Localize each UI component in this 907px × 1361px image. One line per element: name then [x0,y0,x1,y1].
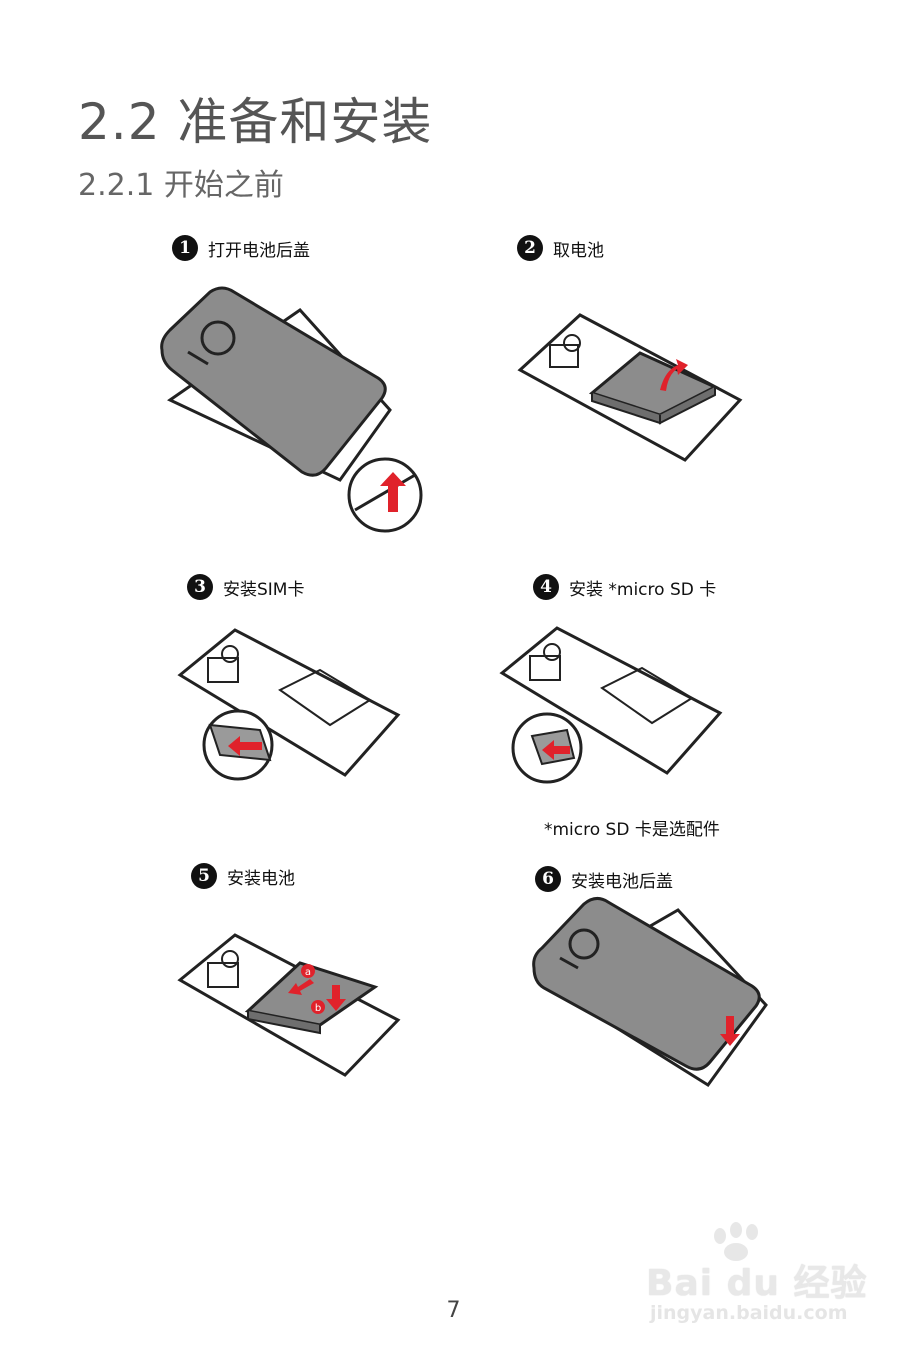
watermark-brand: Bai du 经验 [646,1263,868,1304]
step-number-badge: 2 [517,235,543,261]
step-label: 打开电池后盖 [208,240,310,261]
step-number-badge: 3 [187,574,213,600]
watermark-url: jingyan.baidu.com [650,1302,848,1324]
step-number-badge: 5 [191,863,217,889]
step-6: 6 安装电池后盖 [535,866,673,892]
illustration-remove-battery [517,313,743,462]
section-title: 2.2 准备和安装 [78,93,433,151]
step-number-badge: 1 [172,235,198,261]
step-number-badge: 4 [533,574,559,600]
step-label: 安装SIM卡 [223,579,305,600]
illustration-install-sim [177,628,401,781]
step-label: 安装电池后盖 [571,871,673,892]
illustration-open-cover [160,286,423,533]
subsection-title: 2.2.1 开始之前 [78,168,284,203]
step-1: 1 打开电池后盖 [172,235,310,261]
step-label: 安装 *micro SD 卡 [569,579,717,600]
step-5: 5 安装电池 [191,863,295,889]
step-number-badge: 6 [535,866,561,892]
illustration-install-battery: a b [177,933,401,1077]
step-label: 取电池 [553,240,604,261]
optional-accessory-note: *micro SD 卡是选配件 [544,820,720,840]
step-2: 2 取电池 [517,235,604,261]
step-4: 4 安装 *micro SD 卡 [533,574,716,600]
step-label: 安装电池 [227,868,295,889]
illustration-install-microsd [499,626,723,784]
callout-a: a [305,967,311,978]
callout-b: b [315,1003,321,1014]
illustration-close-cover [532,897,768,1088]
baidu-watermark: Bai du 经验 jingyan.baidu.com [640,1222,870,1332]
page-number: 7 [446,1298,461,1323]
step-3: 3 安装SIM卡 [187,574,304,600]
paw-logo-icon [714,1222,758,1261]
